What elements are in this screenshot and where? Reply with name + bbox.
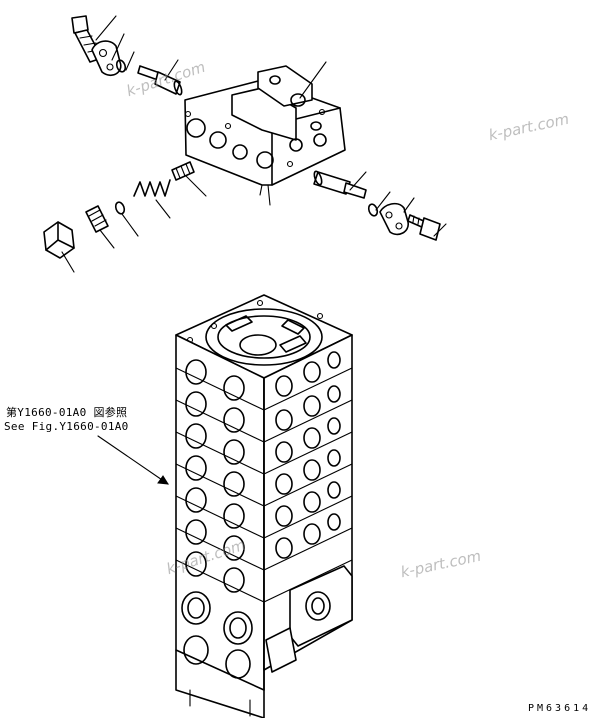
o-ring-right	[367, 203, 379, 217]
control-valve-stack	[175, 294, 353, 718]
small-o-ring	[114, 201, 126, 215]
hex-cap-nut	[43, 221, 75, 259]
o-ring-left	[115, 59, 127, 73]
valve-plunger	[171, 161, 195, 181]
spool-left	[137, 65, 183, 96]
spool-right	[313, 170, 367, 199]
leader-lines-upper	[61, 15, 447, 273]
reference-note-en: See Fig.Y1660-01A0	[4, 420, 129, 433]
reference-arrow	[97, 435, 169, 485]
cover-plate-left	[91, 40, 122, 77]
plug-threaded	[85, 205, 109, 233]
spring	[133, 179, 171, 197]
bolt-right	[407, 214, 441, 241]
cover-plate-right	[379, 202, 409, 236]
drawing-code: PM63614	[528, 703, 592, 714]
reference-note-jp: 第Y1660-01A0 図参照	[6, 406, 128, 419]
spool-section-housing	[184, 65, 346, 206]
